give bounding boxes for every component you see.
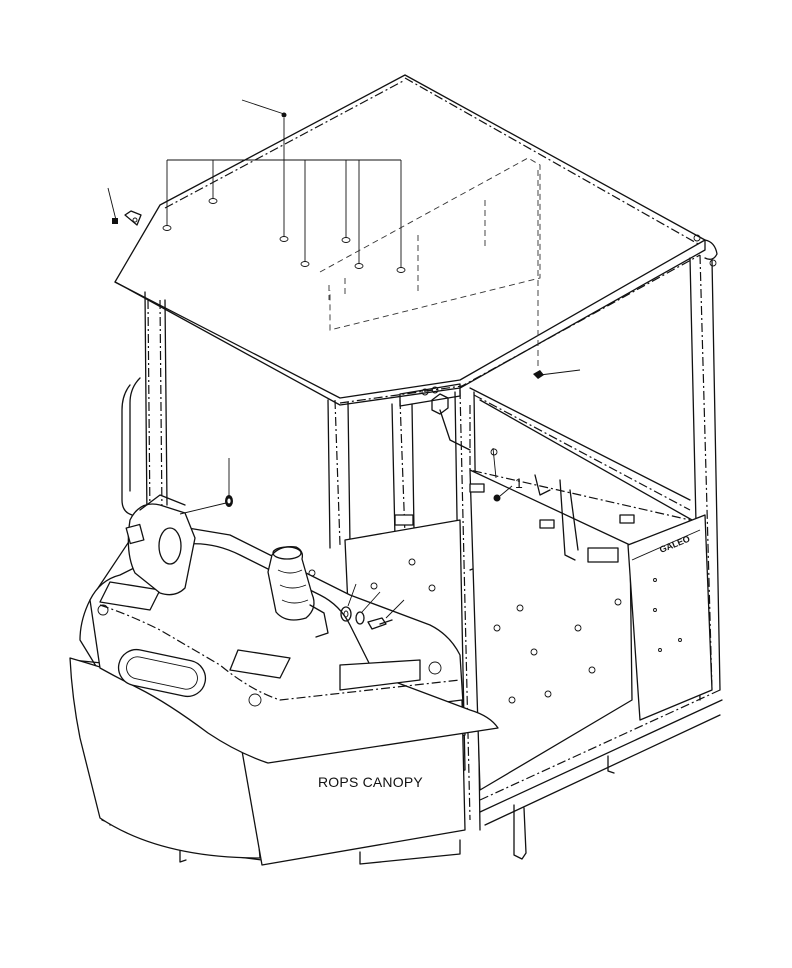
washer-leader-left bbox=[179, 458, 233, 515]
right-console: GALEO bbox=[627, 514, 713, 721]
callout-1: 1 bbox=[493, 475, 523, 502]
roof-panel bbox=[114, 74, 718, 406]
roof-leader-right bbox=[533, 170, 581, 379]
leader-bracket bbox=[166, 99, 402, 300]
hardware-set bbox=[340, 583, 405, 630]
left-console: ROPS CANOPY bbox=[69, 494, 499, 866]
bolt-upper-left bbox=[107, 187, 142, 226]
callout-number: 1 bbox=[515, 475, 523, 491]
rops-canopy-label: ROPS CANOPY bbox=[318, 774, 423, 790]
